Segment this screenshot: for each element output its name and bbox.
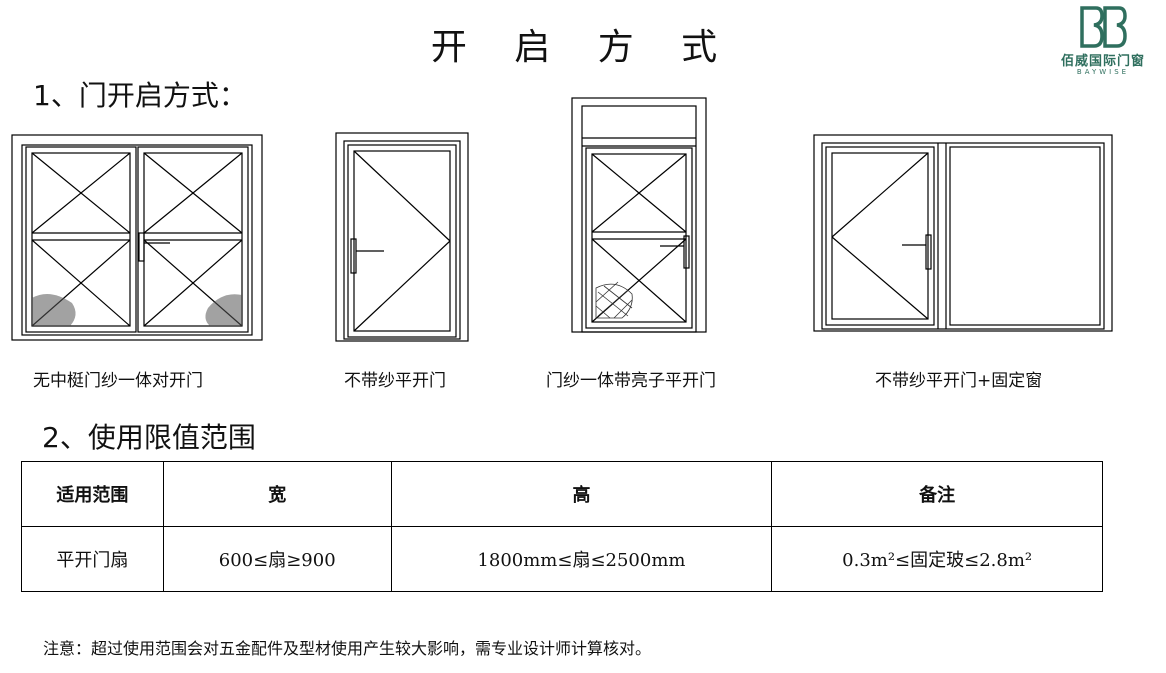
door-illustration-single bbox=[335, 132, 469, 342]
table-header-cell: 备注 bbox=[771, 461, 1103, 527]
logo-text-en: BAYWISE bbox=[1076, 68, 1130, 76]
door-caption-double: 无中梃门纱一体对开门 bbox=[33, 371, 203, 391]
table-header-cell: 适用范围 bbox=[21, 461, 164, 527]
logo-text-cn: 佰威国际门窗 bbox=[1060, 54, 1145, 69]
door-caption-transom: 门纱一体带亮子平开门 bbox=[546, 371, 716, 391]
door-illustration-transom bbox=[571, 97, 707, 333]
brand-logo: 佰威国际门窗 BAYWISE bbox=[1048, 6, 1158, 78]
table-cell: 平开门扇 bbox=[21, 526, 164, 592]
limits-table: 适用范围 宽 高 备注 平开门扇 600≤扇≥900 1800mm≤扇≤2500… bbox=[21, 461, 1103, 592]
door-caption-single: 不带纱平开门 bbox=[344, 371, 446, 391]
usage-note: 注意：超过使用范围会对五金配件及型材使用产生较大影响，需专业设计师计算核对。 bbox=[43, 639, 652, 658]
section-heading-opening: 1、门开启方式： bbox=[33, 79, 247, 112]
door-illustration-double bbox=[11, 134, 263, 341]
section-heading-limits: 2、使用限值范围 bbox=[42, 421, 256, 454]
table-header-cell: 高 bbox=[390, 461, 773, 527]
logo-mark-icon bbox=[1080, 6, 1127, 48]
door-illustration-fixed-window bbox=[813, 134, 1113, 332]
door-caption-fixed-window: 不带纱平开门+固定窗 bbox=[875, 371, 1043, 391]
page-title: 开 启 方 式 bbox=[430, 27, 736, 68]
table-row: 平开门扇 600≤扇≥900 1800mm≤扇≤2500mm 0.3m²≤固定玻… bbox=[21, 526, 1103, 592]
table-cell: 0.3m²≤固定玻≤2.8m² bbox=[771, 526, 1103, 592]
table-cell: 600≤扇≥900 bbox=[162, 526, 392, 592]
table-cell: 1800mm≤扇≤2500mm bbox=[390, 526, 773, 592]
table-header-row: 适用范围 宽 高 备注 bbox=[21, 461, 1103, 527]
table-header-cell: 宽 bbox=[162, 461, 392, 527]
